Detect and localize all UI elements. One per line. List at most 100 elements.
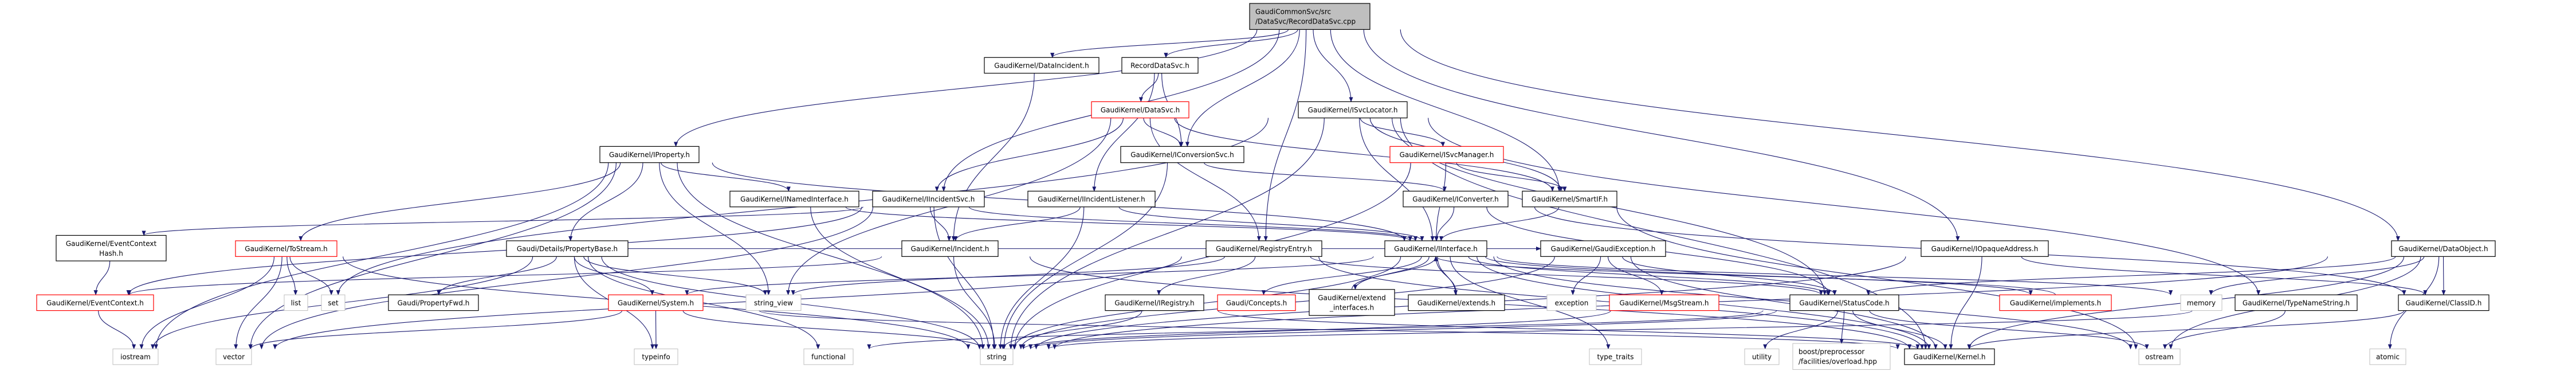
node-implements[interactable]: GaudiKernel/implements.h [1999,294,2112,311]
node-dataincident[interactable]: GaudiKernel/DataIncident.h [984,57,1099,74]
node-iconversionsvc[interactable]: GaudiKernel/IConversionSvc.h [1120,146,1244,163]
edge-iproperty-to-inamedinterface [661,162,791,192]
edge-root-to-iopaqueaddress [1363,29,1960,241]
edge-dataincident-to-incident [951,73,1035,241]
edge-iproperty-to-tostream [299,162,621,241]
edge-statuscode-to-kernel [1852,310,1947,350]
node-label: Hash.h [99,249,123,257]
node-box [388,294,479,311]
node-label: GaudiKernel/ClassID.h [2406,299,2482,307]
edge-iincidentlistener-to-string [998,206,1085,350]
edge-inamedinterface-to-iinterface [845,206,1412,241]
node-box [1589,348,1642,365]
node-exception: exception [1546,294,1597,311]
node-box [1298,101,1408,119]
node-iincidentsvc[interactable]: GaudiKernel/IIncidentSvc.h [872,190,985,208]
node-gaudiexception[interactable]: GaudiKernel/GaudiException.h [1540,240,1666,257]
node-isvclocator[interactable]: GaudiKernel/ISvcLocator.h [1298,101,1408,119]
node-typeinfo: typeinfo [634,348,678,365]
node-label: GaudiKernel/extends.h [1417,299,1495,307]
node-box [1540,240,1666,257]
node-registryentry[interactable]: GaudiKernel/RegistryEntry.h [1205,240,1322,257]
edge-recorddatasvc-to-iincidentlistener [1092,73,1155,192]
node-box [1522,190,1617,208]
edge-iincidentlistener-to-iinterface [1118,206,1424,241]
node-label: utility [1752,353,1772,361]
node-set: set [321,294,345,311]
edge-recorddatasvc-to-datasvc [1138,73,1159,103]
node-vector: vector [215,348,252,365]
node-label: Gaudi/Details/PropertyBase.h [517,245,618,253]
node-typenamestring[interactable]: GaudiKernel/TypeNameString.h [2235,294,2358,311]
node-classid[interactable]: GaudiKernel/ClassID.h [2398,294,2489,311]
node-label: GaudiKernel/EventContext.h [46,299,144,307]
node-label: Gaudi/PropertyFwd.h [398,299,470,307]
node-kernel[interactable]: GaudiKernel/Kernel.h [1904,348,1995,365]
node-inamedinterface[interactable]: GaudiKernel/INamedInterface.h [729,190,859,208]
node-iregistry[interactable]: GaudiKernel/IRegistry.h [1105,294,1204,311]
node-label: GaudiKernel/DataObject.h [2398,245,2488,253]
node-label: GaudiKernel/GaudiException.h [1551,245,1656,253]
node-iincidentlistener[interactable]: GaudiKernel/IIncidentListener.h [1027,190,1156,208]
node-eventcontext[interactable]: GaudiKernel/EventContext.h [36,294,154,311]
node-label: GaudiKernel/INamedInterface.h [740,196,849,204]
edge-datasvc-to-registryentry [1149,118,1261,241]
edge-eventcontexthash-to-eventcontext [93,261,111,296]
node-extend_interfaces[interactable]: GaudiKernel/extend_interfaces.h [1309,289,1395,316]
node-iinterface[interactable]: GaudiKernel/IInterface.h [1384,240,1487,257]
node-concepts[interactable]: Gaudi/Concepts.h [1217,294,1296,311]
node-box [608,294,704,311]
edge-iinterface-to-concepts [1261,256,1422,296]
node-box [215,348,252,365]
node-box [1609,294,1719,311]
node-box [1744,348,1780,365]
edge-iproperty-to-string [677,162,985,350]
node-system[interactable]: GaudiKernel/System.h [608,294,704,311]
node-statuscode[interactable]: GaudiKernel/StatusCode.h [1789,294,1899,311]
node-incident[interactable]: GaudiKernel/Incident.h [901,240,999,257]
edge-registryentry-to-string_view [791,256,1226,296]
edge-iincidentsvc-to-eventcontext [126,206,862,296]
edge-datasvc-to-smartif [1174,118,1555,192]
node-label: GaudiKernel/ISvcLocator.h [1308,106,1398,114]
node-label: set [328,299,339,307]
node-smartif[interactable]: GaudiKernel/SmartIF.h [1522,190,1617,208]
node-label: /DataSvc/RecordDataSvc.cpp [1255,18,1356,26]
node-tostream[interactable]: GaudiKernel/ToStream.h [235,240,337,257]
node-box [112,348,159,365]
edge-root-to-dataincident [1050,29,1289,58]
node-recorddatasvc[interactable]: RecordDataSvc.h [1121,57,1199,74]
node-label: GaudiKernel/IIncidentListener.h [1038,196,1145,204]
node-msgstream[interactable]: GaudiKernel/MsgStream.h [1609,294,1719,311]
node-isvcmanager[interactable]: GaudiKernel/ISvcManager.h [1389,146,1504,163]
node-box [1105,294,1204,311]
node-box [1217,294,1296,311]
node-iconverter[interactable]: GaudiKernel/IConverter.h [1403,190,1509,208]
node-box [1091,101,1189,119]
edge-dataobject-to-memory [2209,256,2425,296]
edge-iproperty-to-iostream [154,162,609,350]
node-iproperty[interactable]: GaudiKernel/IProperty.h [599,146,700,163]
node-dataobject[interactable]: GaudiKernel/DataObject.h [2391,240,2496,257]
node-label: GaudiKernel/Kernel.h [1913,353,1985,361]
edge-iproperty-to-propertybase [568,162,643,241]
edge-root-to-recorddatasvc [1164,29,1298,58]
node-label: GaudiKernel/IInterface.h [1394,245,1478,253]
node-root[interactable]: GaudiCommonSvc/src/DataSvc/RecordDataSvc… [1249,3,1371,30]
node-label: string_view [754,299,793,307]
node-atomic: atomic [2369,348,2406,365]
edge-statuscode-to-string [1028,310,1777,350]
node-extends[interactable]: GaudiKernel/extends.h [1408,294,1505,311]
node-string_view: string_view [745,294,802,311]
node-datasvc[interactable]: GaudiKernel/DataSvc.h [1091,101,1189,119]
node-iopaqueaddress[interactable]: GaudiKernel/IOpaqueAddress.h [1921,240,2049,257]
node-box [36,294,154,311]
node-box [321,294,345,311]
node-propertybase[interactable]: Gaudi/Details/PropertyBase.h [506,240,629,257]
node-label: type_traits [1597,353,1633,361]
node-propertyfwd[interactable]: Gaudi/PropertyFwd.h [388,294,479,311]
node-label: GaudiKernel/ToStream.h [245,245,327,253]
node-label: GaudiKernel/IIncidentSvc.h [882,196,975,204]
